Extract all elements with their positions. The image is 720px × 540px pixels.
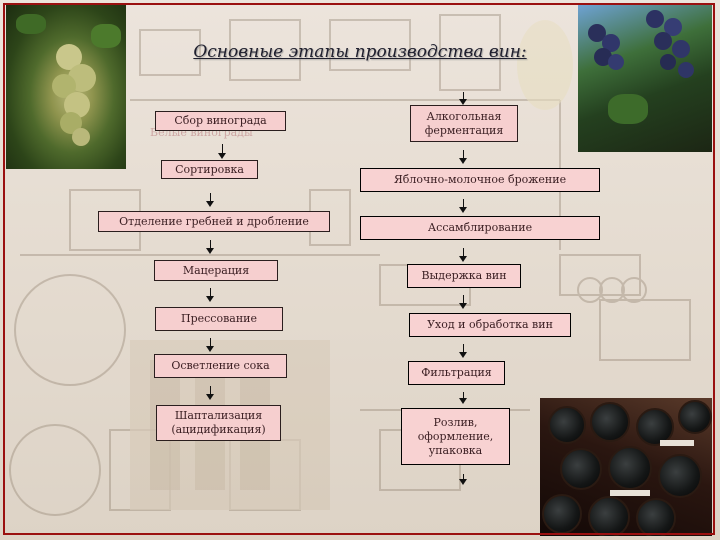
step-sorting: Сортировка	[161, 160, 258, 179]
step-wine-aging: Выдержка вин	[407, 264, 521, 288]
white-grapes-photo	[6, 4, 126, 169]
step-juice-clarification: Осветление сока	[154, 354, 287, 378]
step-alcoholic-fermentation: Алкогольная ферментация	[410, 105, 518, 142]
step-assemblage: Ассамблирование	[360, 216, 600, 240]
step-filtration: Фильтрация	[408, 361, 505, 385]
step-destemming-crushing: Отделение гребней и дробление	[98, 211, 330, 232]
step-bottling-packaging: Розлив, оформление, упаковка	[401, 408, 510, 465]
step-pressing: Прессование	[155, 307, 283, 331]
step-grape-harvest: Сбор винограда	[155, 111, 286, 131]
slide-title: Основные этапы производства вин:	[0, 42, 720, 62]
step-maceration: Мацерация	[154, 260, 278, 281]
step-malolactic-fermentation: Яблочно-молочное брожение	[360, 168, 600, 192]
blue-grapes-photo	[578, 4, 712, 152]
wine-bottles-photo	[540, 398, 712, 536]
step-chaptalization: Шаптализация (ацидификация)	[156, 405, 281, 441]
step-wine-care-treatment: Уход и обработка вин	[409, 313, 571, 337]
